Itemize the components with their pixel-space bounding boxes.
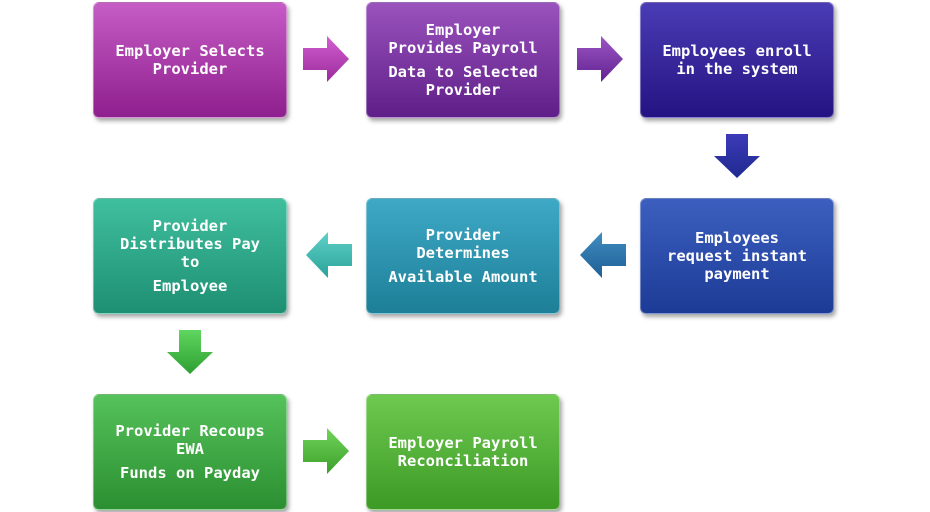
step-text: Provider	[425, 81, 501, 99]
step-employer-provides-payroll: Employer Provides Payroll Data to Select…	[366, 2, 560, 118]
step-text: Employer	[425, 21, 501, 39]
step-employees-enroll: Employees enroll in the system	[640, 2, 834, 118]
arrow-left-icon	[306, 232, 352, 278]
step-text: Available Amount	[388, 268, 538, 286]
step-text: Employer Payroll	[388, 434, 538, 452]
step-provider-recoups-funds: Provider Recoups EWA Funds on Payday	[93, 394, 287, 510]
step-text: Provides Payroll	[388, 39, 538, 57]
arrow-down-icon	[167, 330, 213, 374]
step-text: in the system	[676, 60, 798, 78]
arrow-right-icon	[577, 36, 623, 82]
step-employer-payroll-reconciliation: Employer Payroll Reconciliation	[366, 394, 560, 510]
step-text: Employer Selects	[115, 42, 265, 60]
arrow-left-icon	[580, 232, 626, 278]
arrow-right-icon	[303, 428, 349, 474]
step-text: Provider	[152, 60, 228, 78]
step-text: Provider	[425, 226, 501, 244]
step-text: Data to Selected	[388, 63, 538, 81]
step-text: Employees enroll	[662, 42, 812, 60]
step-text: EWA	[176, 440, 204, 458]
step-employees-request-payment: Employees request instant payment	[640, 198, 834, 314]
step-text: Funds on Payday	[120, 464, 260, 482]
step-text: Provider Recoups	[115, 422, 265, 440]
step-text: request instant	[667, 247, 807, 265]
step-provider-determines-amount: Provider Determines Available Amount	[366, 198, 560, 314]
step-text: Employee	[152, 277, 228, 295]
step-text: Distributes Pay	[120, 235, 260, 253]
step-text: Reconciliation	[397, 452, 529, 470]
step-employer-selects-provider: Employer Selects Provider	[93, 2, 287, 118]
step-provider-distributes-pay: Provider Distributes Pay to Employee	[93, 198, 287, 314]
step-text: Determines	[416, 244, 510, 262]
step-text: Provider	[152, 217, 228, 235]
step-text: to	[180, 253, 200, 271]
step-text: Employees	[695, 229, 779, 247]
arrow-right-icon	[303, 36, 349, 82]
arrow-down-icon	[714, 134, 760, 178]
step-text: payment	[704, 265, 770, 283]
